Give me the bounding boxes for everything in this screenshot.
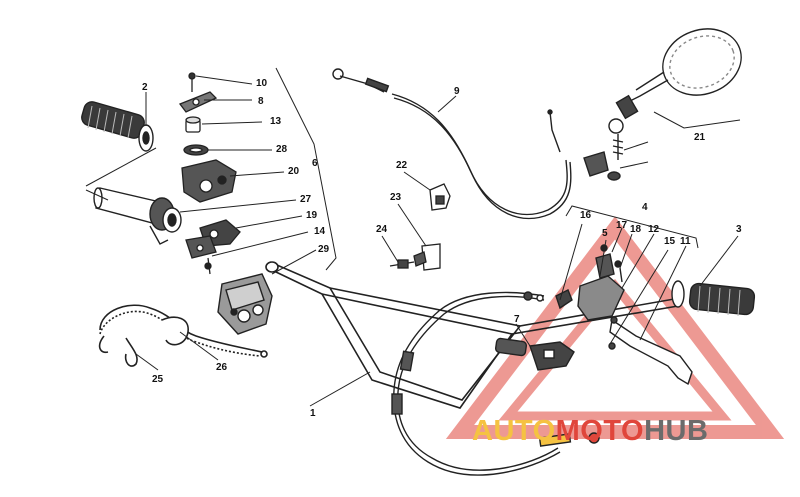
callout-1: 1 bbox=[310, 408, 316, 419]
handlebar bbox=[265, 261, 681, 409]
callout-19: 19 bbox=[306, 210, 318, 221]
right-grip bbox=[671, 280, 756, 317]
callout-7: 7 bbox=[514, 314, 520, 325]
watermark-auto: AUTO bbox=[472, 415, 556, 447]
callout-20: 20 bbox=[288, 166, 300, 177]
callout-15: 15 bbox=[664, 236, 676, 247]
callout-13: 13 bbox=[270, 116, 282, 127]
svg-text:AUTOMOTOHUB: AUTOMOTOHUB bbox=[472, 415, 708, 447]
callout-17: 17 bbox=[616, 220, 628, 231]
switch-housing bbox=[217, 273, 273, 335]
wire-harness bbox=[98, 304, 268, 367]
callout-leaders bbox=[85, 67, 741, 407]
left-grip bbox=[81, 101, 154, 152]
throttle-tube bbox=[93, 187, 182, 245]
watermark-moto: MOTO bbox=[556, 415, 644, 447]
callout-21: 21 bbox=[694, 132, 706, 143]
watermark-hub: HUB bbox=[644, 415, 708, 447]
callout-14: 14 bbox=[314, 226, 326, 237]
callout-9: 9 bbox=[454, 86, 460, 97]
callout-27: 27 bbox=[300, 194, 312, 205]
callout-26: 26 bbox=[216, 362, 228, 373]
callout-3: 3 bbox=[736, 224, 742, 235]
callout-6: 6 bbox=[312, 158, 318, 169]
brake-lever-assembly bbox=[555, 244, 693, 386]
throttle-cable-top bbox=[332, 68, 572, 220]
callout-8: 8 bbox=[258, 96, 264, 107]
callout-2: 2 bbox=[142, 82, 148, 93]
watermark-logo: AUTOMOTOHUB bbox=[472, 415, 708, 447]
callout-23: 23 bbox=[390, 192, 402, 203]
callout-28: 28 bbox=[276, 144, 288, 155]
callout-4: 4 bbox=[642, 202, 648, 213]
mirror bbox=[583, 28, 742, 181]
cable-bracket-parts bbox=[389, 183, 451, 271]
callout-5: 5 bbox=[602, 228, 608, 239]
lower-cable bbox=[391, 291, 600, 476]
callout-29: 29 bbox=[318, 244, 330, 255]
callout-16: 16 bbox=[580, 210, 592, 221]
callout-10: 10 bbox=[256, 78, 268, 89]
callout-18: 18 bbox=[630, 224, 642, 235]
callout-24: 24 bbox=[376, 224, 388, 235]
right-switch-block bbox=[494, 337, 575, 371]
callout-labels: 1 2 3 4 5 6 7 8 9 10 11 12 13 14 15 16 1… bbox=[142, 78, 742, 419]
callout-11: 11 bbox=[680, 236, 691, 247]
callout-22: 22 bbox=[396, 160, 408, 171]
left-switch-parts bbox=[178, 72, 241, 275]
callout-12: 12 bbox=[648, 224, 660, 235]
callout-25: 25 bbox=[152, 374, 164, 385]
